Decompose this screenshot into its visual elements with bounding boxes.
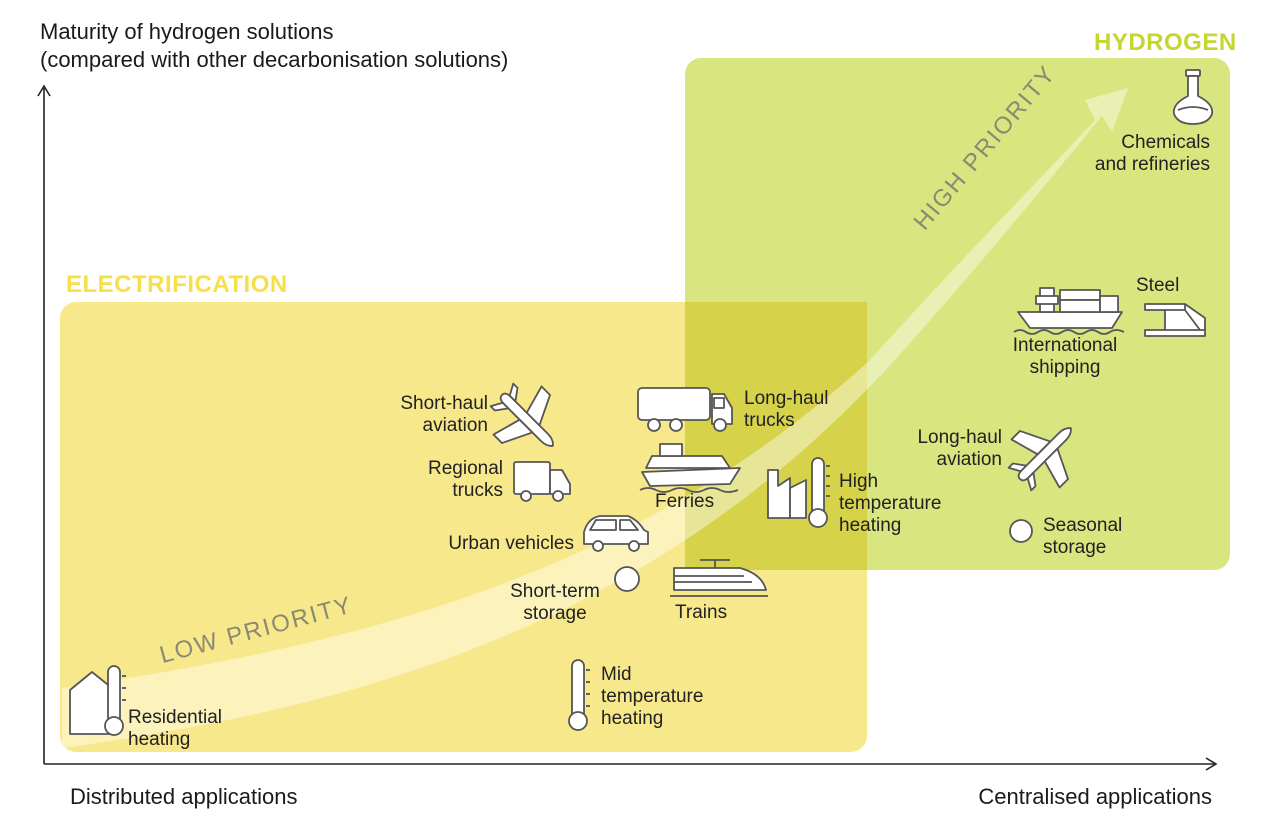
steel-beam-icon [1144, 303, 1206, 337]
chart-title-line1: Maturity of hydrogen solutions [40, 19, 334, 44]
x-axis-right-label: Centralised applications [978, 784, 1212, 809]
x-axis-left-label: Distributed applications [70, 784, 298, 809]
factory-thermometer-icon [767, 457, 830, 528]
circle-icon [1009, 519, 1033, 543]
hydrogen-label: HYDROGEN [1094, 29, 1237, 56]
label-ferries: Ferries [655, 491, 715, 512]
cargo-ship-icon [1013, 287, 1125, 335]
priority-arrow [62, 88, 1128, 748]
flask-icon [1172, 69, 1214, 125]
label-trains: Trains [675, 602, 728, 623]
airplane-icon [1007, 427, 1072, 492]
label-urban-vehicles: Urban vehicles [448, 533, 574, 554]
thermometer-icon [568, 659, 590, 731]
van-icon [513, 461, 571, 502]
car-icon [583, 515, 649, 552]
axes [37, 84, 1218, 771]
overlap-zone [685, 302, 867, 570]
airplane-icon [489, 382, 554, 447]
chart-title-line2: (compared with other decarbonisation sol… [40, 47, 509, 72]
truck-icon [637, 387, 733, 432]
electrification-label: ELECTRIFICATION [66, 271, 288, 298]
train-icon [670, 559, 768, 597]
house-thermometer-icon [69, 665, 126, 736]
circle-icon [614, 566, 640, 592]
ferry-icon [639, 443, 741, 493]
label-steel: Steel [1136, 275, 1180, 296]
